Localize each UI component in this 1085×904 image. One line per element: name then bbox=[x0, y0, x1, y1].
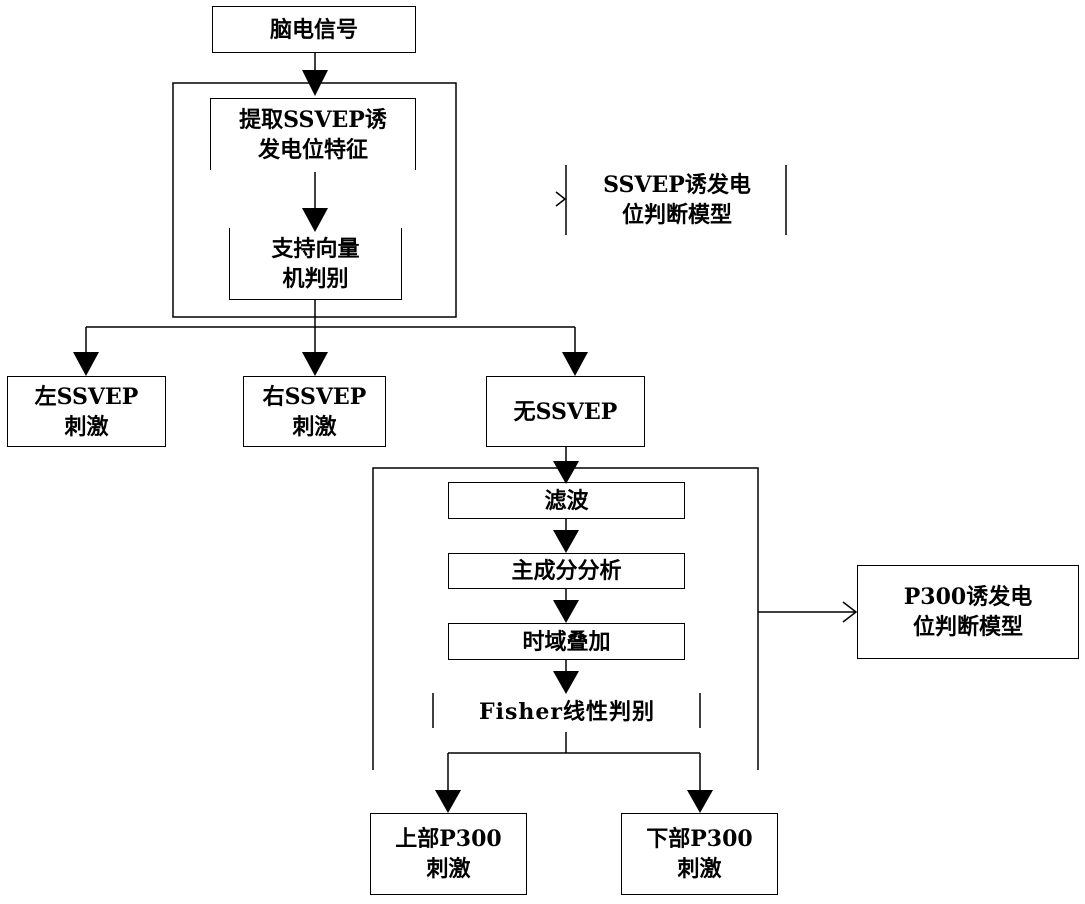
arrowhead-fisher bbox=[553, 671, 579, 694]
node-left-ssvep-label: 左SSVEP 刺激 bbox=[34, 383, 139, 440]
ssvep-model-arrowhead bbox=[555, 191, 567, 207]
arrowhead-none bbox=[562, 352, 588, 376]
node-filter: 滤波 bbox=[448, 482, 685, 519]
node-svm-label: 支持向量 机判别 bbox=[271, 235, 360, 292]
arrowhead-eeg bbox=[302, 70, 328, 96]
node-lower-p300: 下部P300 刺激 bbox=[621, 813, 778, 895]
node-upper-p300: 上部P300 刺激 bbox=[370, 813, 527, 895]
node-left-ssvep: 左SSVEP 刺激 bbox=[7, 376, 166, 447]
node-fisher: Fisher线性判别 bbox=[434, 694, 700, 730]
node-right-ssvep: 右SSVEP 刺激 bbox=[243, 376, 386, 447]
node-svm: 支持向量 机判别 bbox=[229, 228, 402, 300]
arrowhead-filter bbox=[553, 461, 579, 484]
arrowhead-pca bbox=[553, 530, 579, 553]
node-pca-label: 主成分分析 bbox=[511, 558, 622, 584]
node-right-ssvep-label: 右SSVEP 刺激 bbox=[262, 383, 367, 440]
node-eeg-signal: 脑电信号 bbox=[212, 6, 416, 53]
node-p300-model: P300诱发电 位判断模型 bbox=[857, 565, 1079, 659]
node-extract-ssvep-label: 提取SSVEP诱 发电位特征 bbox=[239, 106, 387, 163]
node-pca: 主成分分析 bbox=[448, 553, 685, 589]
node-no-ssvep: 无SSVEP bbox=[486, 376, 645, 447]
p300-model-arrowhead bbox=[842, 601, 858, 623]
arrowhead-left bbox=[73, 352, 99, 376]
node-p300-model-label: P300诱发电 位判断模型 bbox=[903, 584, 1033, 640]
node-extract-ssvep: 提取SSVEP诱 发电位特征 bbox=[210, 98, 416, 170]
arrowhead-svm bbox=[302, 208, 328, 232]
arrowhead-timeavg bbox=[553, 600, 579, 623]
node-lower-p300-label: 下部P300 刺激 bbox=[646, 826, 753, 882]
arrowhead-lower bbox=[687, 790, 713, 813]
node-time-avg: 时域叠加 bbox=[448, 623, 685, 660]
node-filter-label: 滤波 bbox=[544, 487, 589, 514]
node-fisher-label: Fisher线性判别 bbox=[479, 699, 655, 725]
node-upper-p300-label: 上部P300 刺激 bbox=[395, 826, 502, 882]
node-eeg-signal-label: 脑电信号 bbox=[269, 16, 358, 43]
arrowhead-right bbox=[302, 352, 328, 376]
node-ssvep-model-label: SSVEP诱发电 位判断模型 bbox=[603, 172, 751, 228]
node-time-avg-label: 时域叠加 bbox=[522, 628, 611, 655]
node-ssvep-model: SSVEP诱发电 位判断模型 bbox=[568, 165, 786, 235]
node-no-ssvep-label: 无SSVEP bbox=[513, 398, 618, 425]
arrowhead-upper bbox=[435, 790, 461, 813]
